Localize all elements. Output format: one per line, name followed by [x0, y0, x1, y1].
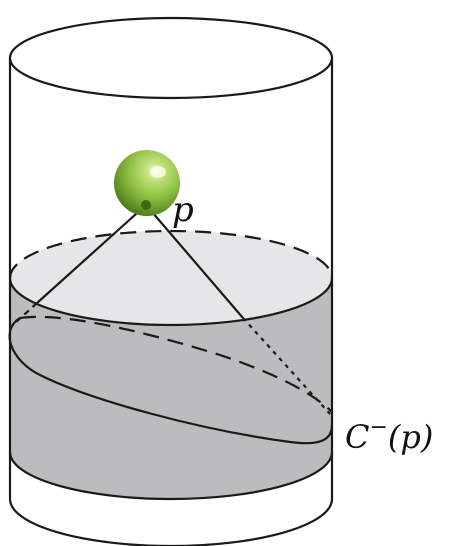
- line-p-right: [145, 204, 244, 319]
- curve-c-minus-front: [8, 317, 334, 445]
- line-p-left: [36, 204, 147, 304]
- cylinder-top: [8, 16, 334, 100]
- sphere-highlight: [150, 166, 166, 178]
- line-p-left-dashed: [15, 302, 38, 323]
- sphere: [114, 150, 180, 216]
- curve-label-name: C: [345, 418, 369, 456]
- curve-label: C−(p): [345, 415, 433, 456]
- cylinder-bottom: [8, 498, 334, 546]
- line-p-right-dotted: [242, 317, 331, 415]
- shaded-top-back-edge: [8, 229, 334, 279]
- curve-label-sup: −: [369, 415, 387, 440]
- point-label: p: [172, 190, 194, 230]
- shaded-top-front-edge: [8, 277, 334, 327]
- curve-label-arg: (p): [388, 418, 433, 456]
- shaded-bottom-edge: [8, 451, 334, 501]
- curve-c-minus-back: [19, 315, 333, 413]
- point-p: [141, 200, 151, 210]
